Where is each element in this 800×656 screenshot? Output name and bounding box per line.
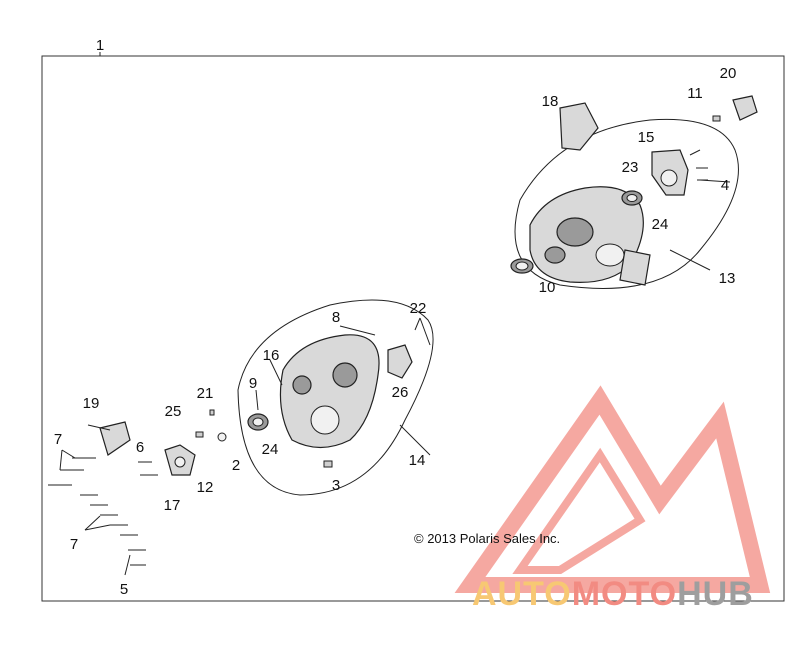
callout-20: 20 [720, 65, 737, 82]
callout-3: 3 [332, 477, 340, 494]
callout-24b: 24 [262, 441, 279, 458]
callout-12: 12 [197, 479, 214, 496]
callout-5: 5 [120, 581, 128, 598]
housing-outline-14 [237, 299, 434, 496]
callout-6: 6 [136, 439, 144, 456]
callout-18: 18 [542, 93, 559, 110]
callout-11: 11 [687, 85, 703, 102]
housing-outline-13 [514, 118, 739, 289]
callout-21: 21 [197, 385, 214, 402]
transmission-housing-lower [99, 334, 413, 476]
watermark-logo-icon [454, 385, 771, 593]
copyright-notice: © 2013 Polaris Sales Inc. [414, 531, 560, 546]
callout-7b: 7 [70, 536, 78, 553]
callout-13: 13 [719, 270, 736, 287]
callout-2: 2 [232, 457, 240, 474]
callout-14: 14 [409, 452, 426, 469]
watermark-moto: MOTO [572, 575, 677, 613]
watermark-text: AUTOMOTOHUB [472, 575, 754, 613]
callout-23: 23 [622, 159, 639, 176]
callout-4: 4 [721, 177, 729, 194]
callout-19: 19 [83, 395, 100, 412]
callout-25: 25 [165, 403, 182, 420]
callout-9: 9 [249, 375, 257, 392]
callout-26: 26 [392, 384, 409, 401]
callout-7a: 7 [54, 431, 62, 448]
watermark-auto: AUTO [472, 575, 572, 613]
callout-22: 22 [410, 300, 427, 317]
callout-15: 15 [638, 129, 655, 146]
transmission-housing-upper [510, 95, 758, 286]
callout-8: 8 [332, 309, 340, 326]
callout-16: 16 [263, 347, 280, 364]
callout-1: 1 [96, 37, 104, 54]
watermark-hub: HUB [677, 575, 754, 613]
part-callouts: 1 2 3 4 5 6 7 7 8 9 10 11 12 13 14 15 16… [54, 37, 737, 598]
callout-24a: 24 [652, 216, 669, 233]
leader-lines [59, 52, 731, 576]
callout-10: 10 [539, 279, 556, 296]
callout-17: 17 [164, 497, 181, 514]
bolt-set [48, 457, 158, 566]
diagram-frame [41, 55, 785, 602]
